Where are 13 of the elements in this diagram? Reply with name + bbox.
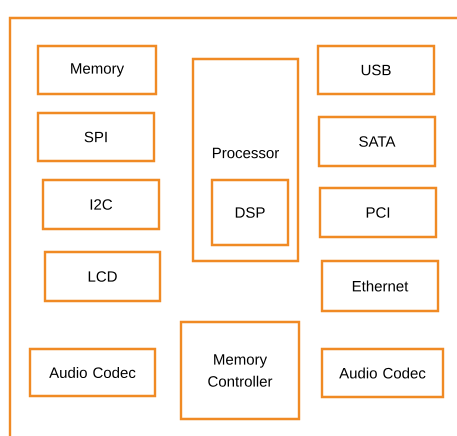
block-box: PCI — [318, 186, 438, 238]
board-outline — [8, 16, 457, 436]
block-box: Memory Controller — [180, 320, 300, 420]
block-box: USB — [316, 44, 436, 96]
block-box: Audio Codec — [320, 348, 444, 398]
block-box: LCD — [44, 250, 162, 302]
block-box: SATA — [318, 116, 436, 168]
block-box: Audio Codec — [28, 348, 156, 398]
block-box: Memory — [36, 44, 158, 96]
block-box: Ethernet — [320, 260, 440, 312]
block-box: DSP — [210, 178, 290, 246]
block-box: I2C — [42, 178, 160, 230]
block-box: SPI — [36, 112, 156, 162]
